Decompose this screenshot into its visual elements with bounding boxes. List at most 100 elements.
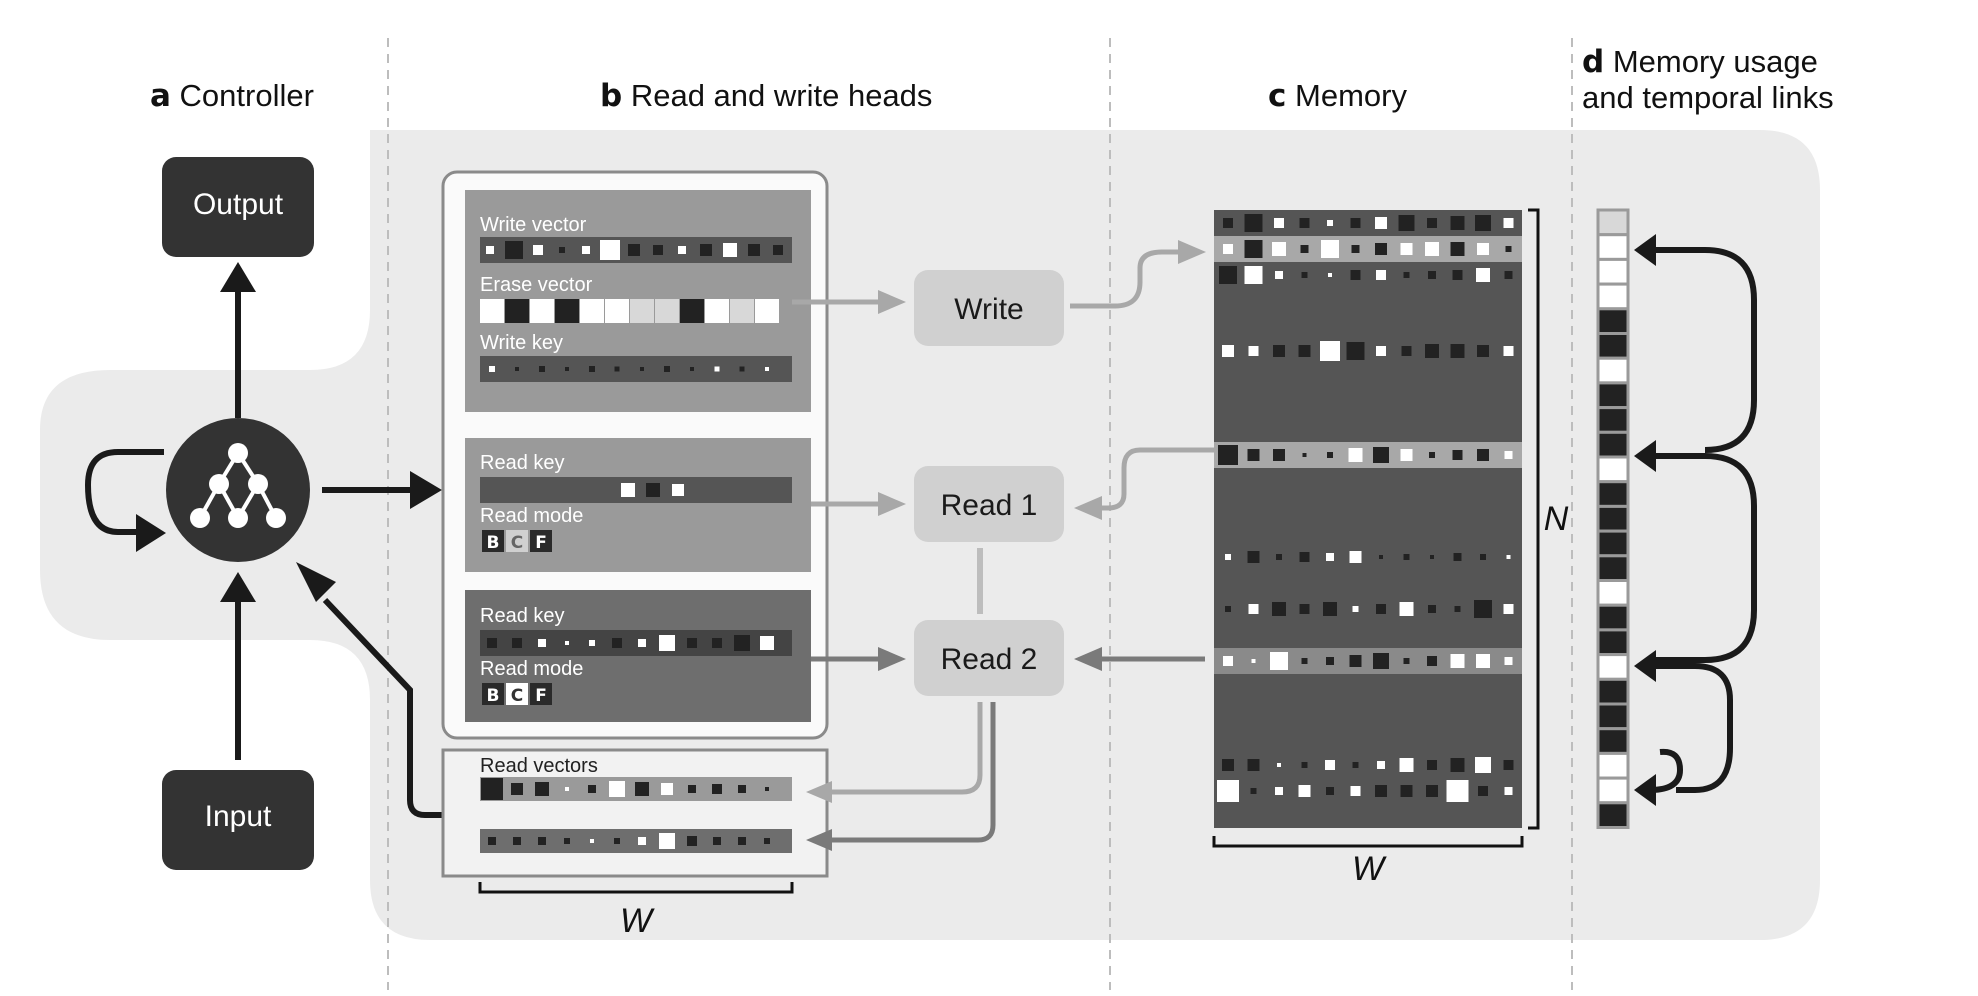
memory-cell [1247, 449, 1260, 461]
read-vector-1-cell [712, 784, 722, 794]
memory-cell [1328, 273, 1332, 277]
read-vector-1-cell [661, 783, 673, 795]
write-key-cell [765, 367, 769, 371]
memory-cell [1506, 555, 1511, 559]
usage-cell [1596, 751, 1630, 780]
memory-cell [1504, 451, 1513, 459]
memory-cell [1427, 760, 1437, 770]
read-vector-2-cell [638, 837, 646, 845]
write-vector-cell [582, 246, 590, 254]
memory-cell [1320, 341, 1340, 361]
memory-cell [1430, 555, 1434, 559]
usage-cell [1596, 406, 1630, 434]
header-d-line1: Memory usage [1613, 44, 1818, 79]
memory-cell [1299, 552, 1310, 562]
read-key-1-label: Read key [480, 452, 565, 474]
header-b-letter: b [600, 78, 622, 114]
memory-cell [1247, 759, 1260, 771]
memory-cell [1327, 220, 1333, 226]
erase-vector-cell [505, 299, 529, 323]
write-vector-cell [773, 245, 783, 255]
erase-vector-cells [480, 299, 779, 323]
header-c-text: Memory [1295, 78, 1407, 113]
read-vector-1-cell [765, 787, 769, 791]
svg-text:a Controller: a Controller [150, 78, 314, 114]
write-key-cell [714, 366, 720, 372]
memory-cell [1505, 246, 1512, 252]
read-vector-1-cell [635, 782, 649, 796]
mode-1-c: C [511, 533, 523, 553]
controller-network-icon [166, 418, 310, 562]
read-vector-2-cell [713, 837, 721, 845]
read-key-2-cell [565, 641, 569, 645]
memory-cell [1475, 757, 1491, 773]
memory-cell [1223, 218, 1233, 228]
temporal-link-arrows [1649, 247, 1757, 793]
read2-op-box [914, 620, 1064, 696]
usage-cell [1596, 776, 1630, 805]
temporal-link-arrowheads [1634, 234, 1656, 806]
write-op-label: Write [954, 293, 1023, 326]
memory-cell [1349, 551, 1362, 563]
memory-cell [1323, 602, 1337, 616]
memory-cell [1299, 218, 1310, 228]
svg-text:c Memory: c Memory [1268, 78, 1407, 114]
memory-cell [1503, 604, 1514, 614]
usage-cell [1596, 430, 1630, 459]
memory-cell [1428, 271, 1436, 279]
write-key-cell [515, 367, 519, 371]
read-vector-2-cell [538, 837, 546, 845]
write-vector-cell [748, 244, 760, 256]
usage-cell [1596, 208, 1630, 237]
memory-cell [1477, 449, 1489, 461]
memory-cell [1272, 242, 1286, 256]
write-vector-cell [486, 246, 494, 254]
memory-cell [1346, 342, 1365, 360]
memory-cell [1222, 345, 1234, 357]
write-key-bar [480, 356, 792, 382]
memory-cell [1301, 272, 1308, 278]
write-vector-cell [533, 245, 543, 255]
usage-cell [1596, 554, 1630, 582]
memory-cell [1301, 762, 1308, 768]
memory-cell [1400, 243, 1413, 255]
read-vector-2-cell [614, 838, 620, 844]
memory-cell [1375, 785, 1387, 797]
read-vector-1-cell [688, 785, 696, 793]
read-key-1-bar [480, 477, 792, 503]
usage-cell [1596, 233, 1630, 261]
usage-cell [1596, 282, 1630, 311]
memory-cell [1223, 244, 1233, 254]
memory-cell [1503, 760, 1514, 770]
memory-cell [1476, 268, 1490, 282]
read-key-2-cell [487, 638, 497, 648]
memory-cell [1326, 657, 1334, 665]
memory-cell [1326, 553, 1334, 561]
memory-cell [1276, 554, 1282, 560]
write-vector-cell [559, 247, 565, 253]
memory-cell [1219, 266, 1237, 284]
memory-cell [1478, 786, 1488, 796]
erase-vector-cell [605, 299, 629, 323]
read-vectors-label: Read vectors [480, 755, 598, 777]
memory-cell [1248, 604, 1259, 614]
memory-w-bracket [1212, 836, 1524, 848]
memory-cell [1217, 780, 1239, 802]
memory-cell [1477, 345, 1489, 357]
header-a-text: Controller [180, 78, 314, 113]
memory-cell [1504, 787, 1513, 795]
erase-vector-cell [580, 299, 604, 323]
input-box [162, 770, 314, 870]
read-vector-1-cell [511, 783, 523, 795]
mode-2-f: F [535, 686, 547, 706]
memory-cell [1373, 653, 1389, 669]
usage-cell [1596, 677, 1630, 706]
network-glyph-icon [190, 443, 286, 528]
mode-1-f: F [535, 533, 547, 553]
memory-cell [1426, 785, 1438, 797]
usage-cell [1596, 332, 1630, 360]
erase-vector-cell [730, 299, 754, 323]
memory-cell [1450, 344, 1465, 358]
write-op-box [914, 270, 1064, 346]
